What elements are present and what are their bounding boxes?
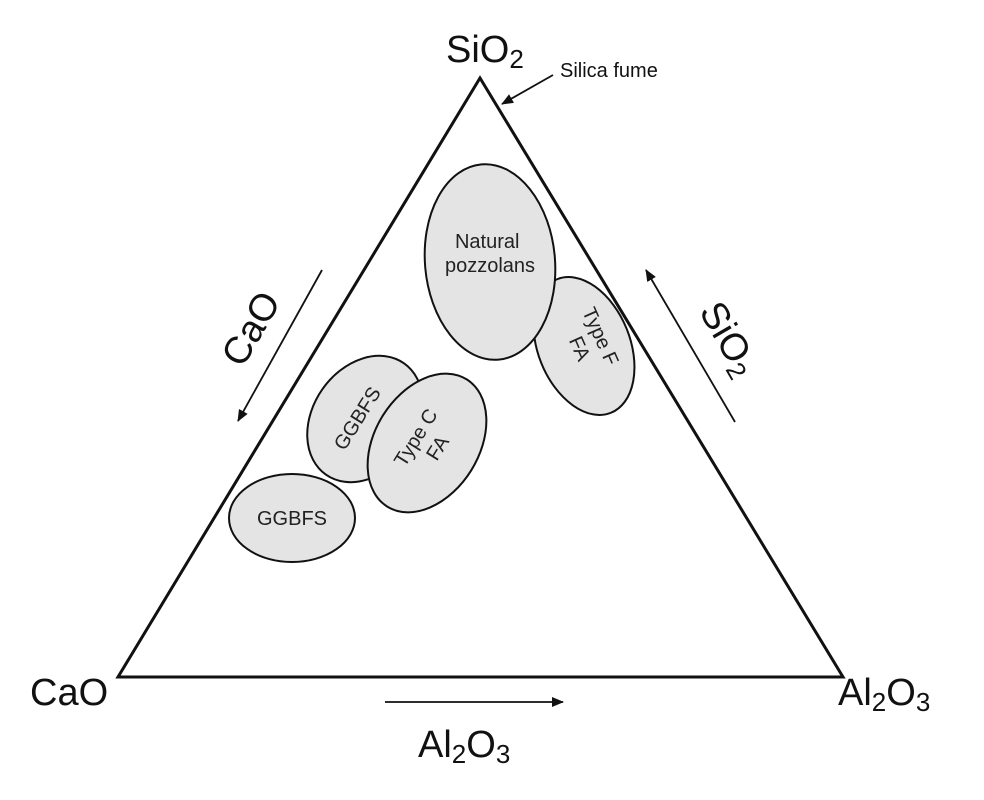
region-type-c-fa: Type C FA: [366, 372, 488, 514]
axis-label-cao: CaO: [214, 285, 289, 374]
vertex-label-left: CaO: [30, 672, 108, 714]
vertex-label-top: SiO2: [446, 29, 524, 74]
region-ggbfs-lower: GGBFS: [228, 473, 356, 563]
vertex-label-right: Al2O3: [838, 672, 930, 717]
region-natural-pozzolans-shape: [423, 163, 557, 361]
region-natural-pozzolans: Natural pozzolans: [423, 163, 557, 361]
region-ggbfs-lower-shape: [228, 473, 356, 563]
silica-fume-annotation: Silica fume: [560, 60, 658, 82]
region-natural-pozzolans-label: Natural pozzolans: [445, 231, 535, 277]
axis-arrow-cao: [237, 269, 323, 422]
region-ggbfs-lower-label: GGBFS: [257, 508, 327, 530]
axis-label-sio2: SiO2: [688, 295, 766, 385]
ternary-triangle: [115, 75, 846, 679]
axis-label-al2o3: Al2O3: [418, 724, 510, 769]
region-type-c-fa-shape: [366, 372, 488, 514]
region-type-f-fa: Type F FA: [532, 276, 636, 416]
silica-fume-arrow: [501, 74, 554, 105]
region-type-f-fa-shape: [532, 276, 636, 416]
axis-arrow-sio2: [645, 269, 736, 423]
